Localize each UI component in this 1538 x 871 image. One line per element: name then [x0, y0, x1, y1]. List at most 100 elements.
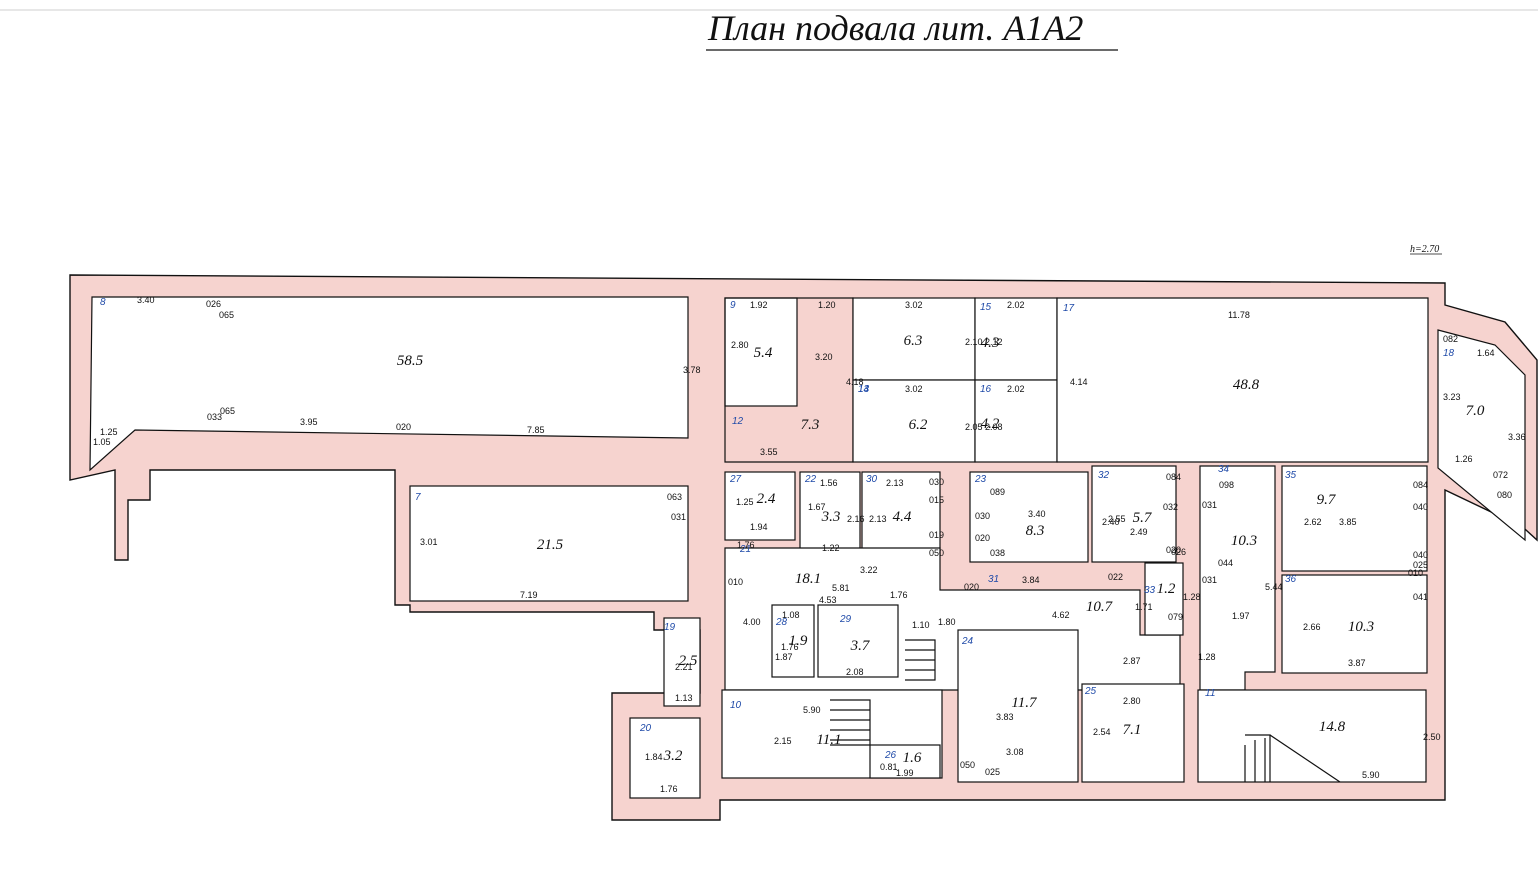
room-number-29: 29 [839, 614, 852, 625]
dimension-label: 031 [1202, 575, 1217, 585]
room-number-25: 25 [1084, 686, 1097, 697]
dimension-label: 010 [728, 577, 743, 587]
room-22 [799, 471, 861, 556]
room-number-34: 34 [1218, 464, 1230, 475]
room-area-33: 1.2 [1157, 581, 1176, 597]
room-area-21: 18.1 [795, 571, 821, 587]
dimension-label: 010 [1408, 568, 1423, 578]
dimension-label: 11.78 [1228, 310, 1250, 320]
dimension-label: 2.08 [846, 667, 864, 677]
dimension-label: 1.28 [1183, 592, 1201, 602]
dimension-label: 1.97 [1232, 611, 1250, 621]
room-35 [1281, 465, 1428, 572]
dimension-label: 031 [1202, 500, 1217, 510]
dimension-label: 5.44 [1265, 582, 1283, 592]
dimension-label: 7.19 [520, 590, 538, 600]
dimension-label: 2.15 [774, 736, 792, 746]
room-number-8: 8 [100, 297, 106, 308]
dimension-label: 1.28 [1198, 652, 1216, 662]
plan-title: План подвала лит. А1А2 [707, 8, 1083, 48]
room-number-9: 9 [730, 300, 736, 311]
room-13 [852, 297, 976, 381]
dimension-label: 1.94 [750, 522, 768, 532]
dimension-label: 1.92 [750, 300, 768, 310]
dimension-label: 3.02 [905, 384, 923, 394]
dimension-label: 3.83 [996, 712, 1014, 722]
dimension-label: 2.12 [985, 337, 1003, 347]
dimension-label: 7.85 [527, 425, 545, 435]
dimension-label: 1.26 [1455, 454, 1473, 464]
dimension-label: 2.10 [965, 337, 983, 347]
room-14 [852, 379, 976, 463]
dimension-label: 1.10 [912, 620, 930, 630]
room-number-32: 32 [1098, 470, 1110, 481]
room-area-18: 7.0 [1466, 403, 1485, 419]
room-area-28: 1.9 [789, 633, 808, 649]
dimension-label: 080 [1497, 490, 1512, 500]
room-area-23: 8.3 [1026, 523, 1045, 539]
dimension-label: 3.95 [300, 417, 318, 427]
room-area-13: 6.3 [904, 333, 923, 349]
room-number-11: 11 [1205, 688, 1215, 699]
room-26 [869, 744, 941, 779]
dimension-label: 1.20 [818, 300, 836, 310]
room-number-23: 23 [974, 474, 987, 485]
room-11 [1197, 689, 1427, 783]
dimension-label: 026 [1171, 547, 1186, 557]
room-number-26: 26 [884, 750, 897, 761]
dimension-label: 3.36 [1508, 432, 1526, 442]
room-19 [663, 617, 701, 707]
room-area-36: 10.3 [1348, 619, 1374, 635]
dimension-label: 2.16 [847, 514, 865, 524]
dimension-label: 1.84 [645, 752, 663, 762]
room-area-14: 6.2 [909, 417, 928, 433]
dimension-label: 020 [396, 422, 411, 432]
dimension-label: 4.00 [743, 617, 761, 627]
dimension-label: 050 [960, 760, 975, 770]
room-number-36: 36 [1285, 574, 1297, 585]
room-29 [817, 604, 899, 678]
room-number-21: 21 [739, 544, 751, 555]
dimension-label: 1.76 [737, 540, 755, 550]
room-24 [957, 629, 1079, 783]
dimension-label: 2.13 [869, 514, 887, 524]
room-area-17: 48.8 [1233, 377, 1260, 393]
dimension-label: 025 [985, 767, 1000, 777]
dimension-label: 2.80 [1123, 696, 1141, 706]
room-32 [1091, 465, 1177, 563]
room-7 [409, 485, 689, 602]
dimension-label: 1.71 [1135, 602, 1153, 612]
dimension-label: 1.13 [675, 693, 693, 703]
dimension-label: 3.22 [860, 565, 878, 575]
room-23 [969, 471, 1089, 563]
dimension-label: 1.99 [896, 768, 914, 778]
dimension-label: 020 [975, 533, 990, 543]
room-number-15: 15 [980, 302, 992, 313]
dimension-label: 1.25 [100, 427, 118, 437]
room-area-26: 1.6 [903, 750, 922, 766]
dimension-label: 040 [1413, 502, 1428, 512]
room-area-8: 58.5 [397, 353, 424, 369]
room-area-11: 14.8 [1319, 719, 1346, 735]
room-area-12: 7.3 [801, 417, 820, 433]
room-area-19: 2.5 [679, 653, 698, 669]
dimension-label: 050 [929, 548, 944, 558]
dimension-label: 041 [1413, 592, 1428, 602]
dimension-label: 033 [207, 412, 222, 422]
dimension-label: 4.14 [1070, 377, 1088, 387]
dimension-label: 5.81 [832, 583, 850, 593]
dimension-label: 2.62 [1304, 517, 1322, 527]
room-number-17: 17 [1063, 303, 1075, 314]
dimension-label: 3.08 [1006, 747, 1024, 757]
dimension-label: 063 [667, 492, 682, 502]
dimension-label: 079 [1168, 612, 1183, 622]
dimension-label: 1.67 [808, 502, 826, 512]
room-area-30: 4.4 [893, 509, 912, 525]
dimension-label: 3.20 [815, 352, 833, 362]
dimension-label: 1.22 [822, 543, 840, 553]
dimension-label: 0.81 [880, 762, 898, 772]
dimension-label: 3.78 [683, 365, 701, 375]
room-18 [1437, 329, 1526, 542]
